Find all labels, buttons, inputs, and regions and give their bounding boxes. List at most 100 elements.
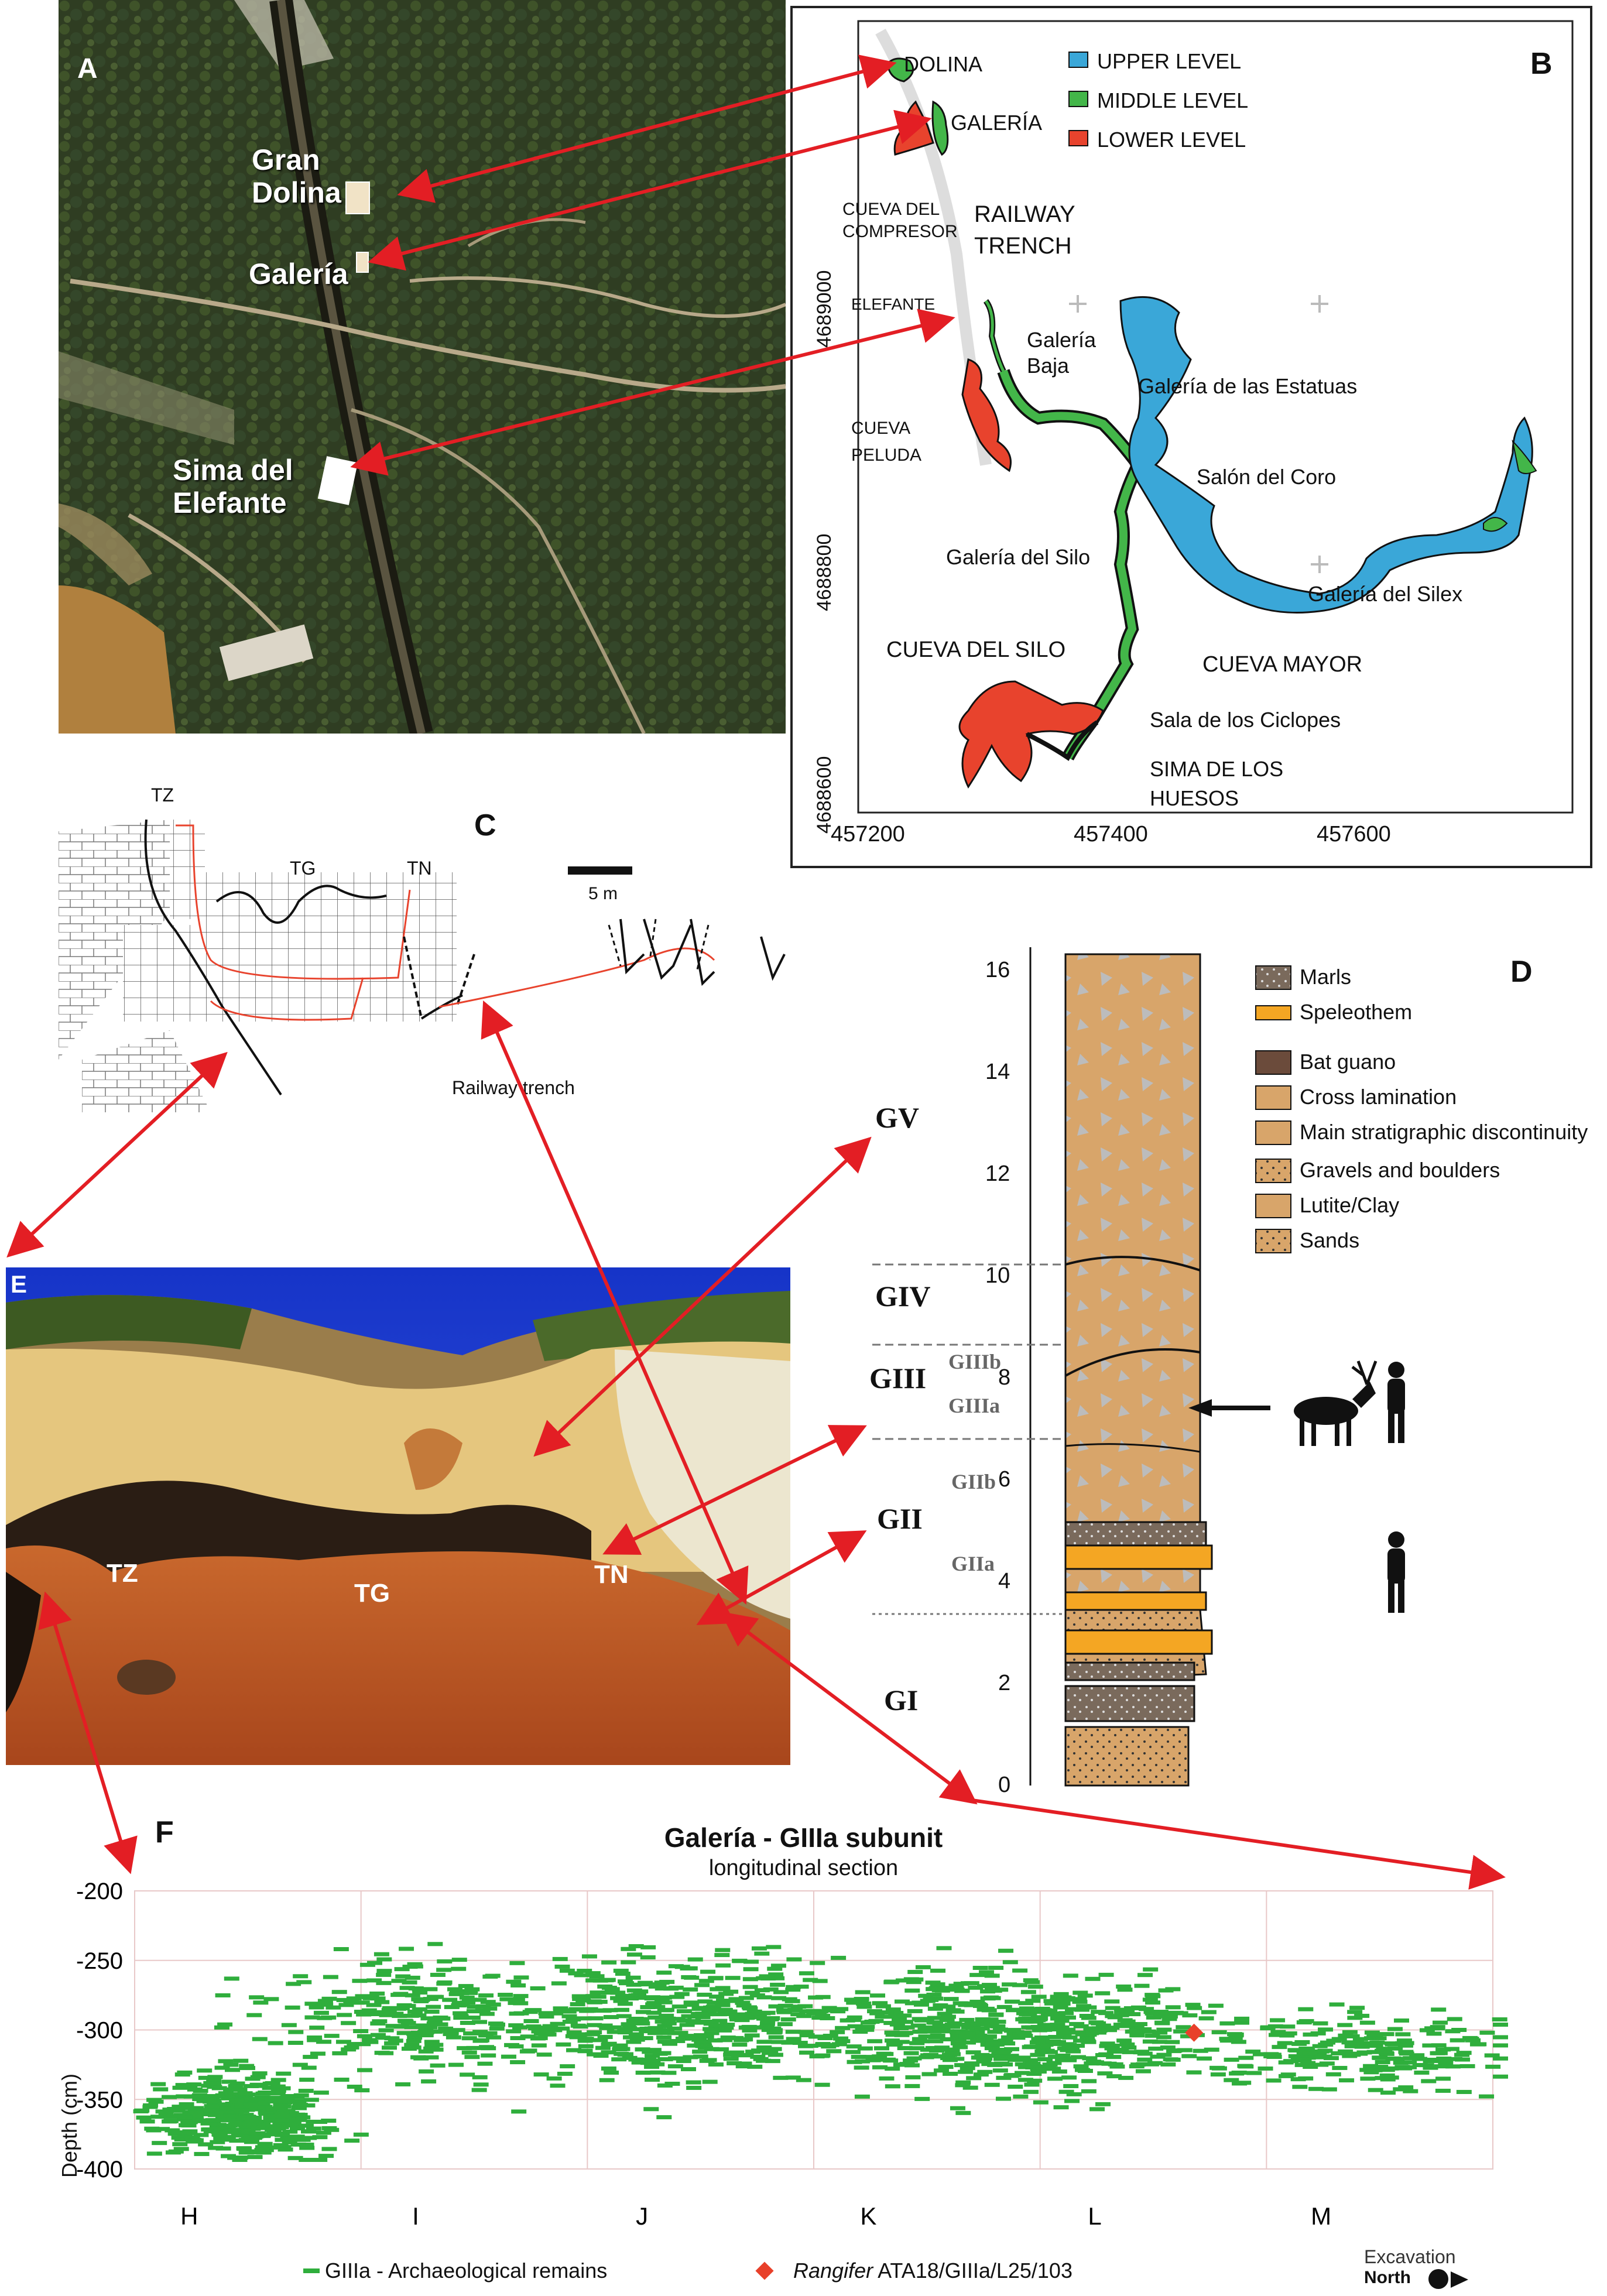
remain-point — [717, 2038, 733, 2043]
remain-point — [1019, 2012, 1034, 2017]
remain-point — [374, 2010, 390, 2014]
remain-point — [170, 2108, 186, 2113]
remain-point — [704, 2031, 719, 2035]
d-y-tick-0: 0 — [998, 1773, 1011, 1797]
remain-point — [1082, 2056, 1098, 2061]
remain-point — [552, 1956, 568, 1961]
remain-point — [1095, 1991, 1111, 1996]
remain-point — [754, 1988, 770, 1993]
remain-point — [513, 1975, 529, 1980]
remain-point — [939, 2018, 955, 2023]
remain-point — [680, 2067, 696, 2072]
remain-point — [578, 2044, 594, 2048]
remain-point — [539, 2014, 554, 2019]
remain-point — [353, 2028, 369, 2033]
remain-point — [894, 2040, 910, 2044]
remain-point — [270, 2078, 286, 2082]
remain-point — [588, 2016, 604, 2021]
d-y-tick-12: 12 — [985, 1161, 1010, 1186]
remain-point — [548, 2011, 564, 2016]
remain-point — [406, 2045, 422, 2050]
remain-point — [1263, 2052, 1279, 2057]
remain-point — [745, 2011, 760, 2016]
remain-point — [1339, 2078, 1355, 2083]
remain-point — [1303, 2032, 1318, 2037]
remain-point — [708, 2023, 724, 2028]
remain-point — [228, 2112, 244, 2117]
remain-point — [397, 2019, 413, 2023]
remain-point — [1047, 2076, 1063, 2081]
remain-point — [163, 2115, 179, 2119]
remain-point — [918, 2034, 934, 2039]
remain-point — [214, 2065, 230, 2070]
remain-point — [1006, 2073, 1022, 2078]
remain-point — [338, 2003, 354, 2007]
y-tick-label: -250 — [76, 1948, 123, 1974]
remain-point — [211, 2130, 227, 2135]
remain-point — [376, 1957, 392, 1962]
remain-point — [785, 2075, 801, 2080]
remain-point — [472, 2075, 488, 2079]
remain-point — [1064, 2099, 1080, 2103]
remain-point — [1015, 2062, 1030, 2067]
remain-point — [798, 2044, 814, 2048]
c-scale-bar-label: 5 m — [588, 884, 618, 903]
remain-point — [321, 2147, 337, 2151]
remain-point — [746, 2009, 762, 2014]
subunit-giiib: GIIIb — [948, 1350, 1002, 1373]
remain-point — [676, 2059, 691, 2064]
remain-point — [974, 2026, 990, 2031]
remain-point — [1360, 2076, 1376, 2081]
remain-point — [407, 2035, 423, 2040]
remain-point — [479, 2011, 495, 2016]
remain-point — [1317, 2048, 1333, 2053]
remain-point — [223, 2062, 239, 2067]
remain-point — [324, 2127, 340, 2132]
remain-point — [786, 2037, 801, 2041]
remain-point — [1208, 2003, 1224, 2008]
remain-point — [1008, 2058, 1023, 2062]
subunit-giib: GIIb — [951, 1470, 996, 1493]
remain-point — [407, 2009, 423, 2014]
remain-point — [671, 2004, 687, 2009]
remain-point — [1210, 2072, 1226, 2077]
remain-point — [1319, 2061, 1335, 2066]
remain-point — [833, 2036, 849, 2041]
remain-point — [992, 2027, 1008, 2032]
remain-point — [856, 2001, 872, 2006]
remain-point — [1219, 2021, 1235, 2026]
remain-point — [669, 1995, 685, 1999]
remain-point — [629, 2037, 645, 2042]
remain-point — [423, 2055, 439, 2059]
remain-point — [615, 1972, 631, 1976]
remain-point — [280, 2093, 296, 2098]
remain-point — [742, 2006, 758, 2011]
remain-point — [727, 2061, 742, 2065]
remain-point — [133, 2109, 149, 2114]
remain-point — [1142, 1997, 1158, 2002]
remain-point — [686, 2085, 702, 2090]
remain-point — [1017, 2034, 1033, 2038]
remain-point — [1015, 2071, 1030, 2075]
remain-point — [187, 2087, 203, 2092]
remain-point — [885, 2084, 900, 2089]
remain-point — [885, 2067, 900, 2071]
remain-point — [1236, 2081, 1252, 2085]
stratigraphic-column-svg — [872, 947, 1405, 1787]
remain-point — [504, 2043, 520, 2047]
remain-point — [1106, 2055, 1122, 2059]
remain-point — [1290, 2056, 1306, 2061]
remain-point — [1050, 1998, 1065, 2003]
remain-point — [708, 2062, 724, 2067]
d-legend-sands: Sands — [1300, 1228, 1360, 1252]
remain-point — [647, 2015, 663, 2020]
remain-point — [1419, 2028, 1435, 2033]
remain-point — [1224, 2078, 1239, 2082]
remain-point — [960, 2031, 976, 2036]
remain-point — [577, 2032, 592, 2037]
remain-point — [715, 1948, 731, 1952]
remain-point — [695, 2033, 711, 2038]
remain-point — [615, 1993, 631, 1998]
remain-point — [257, 2105, 273, 2109]
place-galeria-silo: Galería del Silo — [946, 545, 1091, 569]
